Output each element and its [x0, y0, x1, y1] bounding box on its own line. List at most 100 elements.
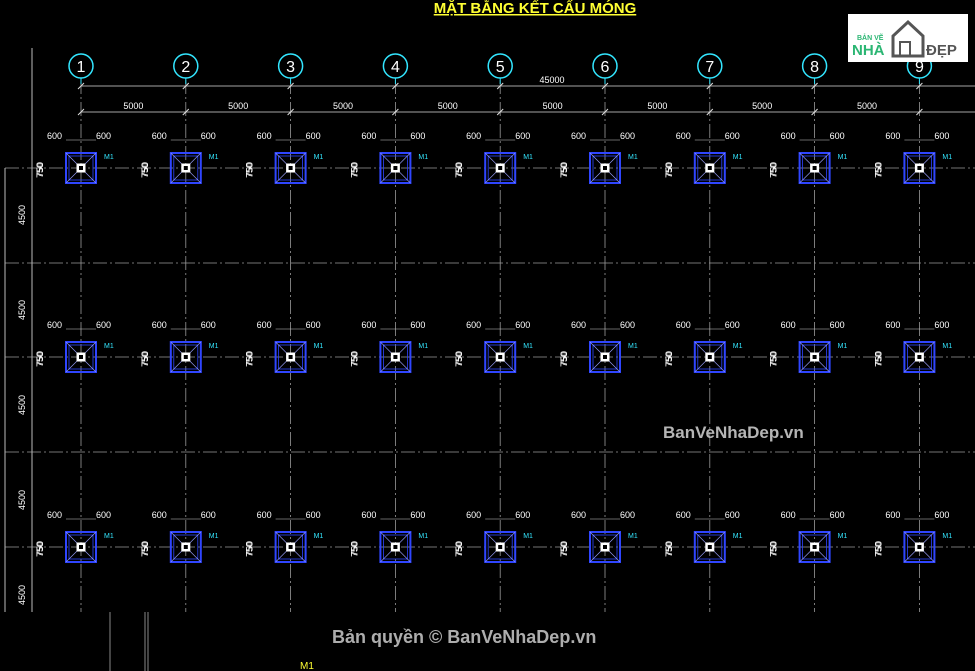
footing-width-dim: 600 — [152, 131, 167, 141]
footing-width-dim: 600 — [47, 131, 62, 141]
logo-right-text: ĐẸP — [926, 42, 957, 59]
footing-mark: M1 — [314, 343, 324, 350]
footing-inner — [68, 155, 94, 181]
column-core — [393, 545, 398, 549]
site-logo: BẢN VẼ NHÀ ĐẸP — [848, 14, 968, 62]
footing-width-dim: 600 — [571, 320, 586, 330]
footing-width-dim: 600 — [466, 510, 481, 520]
footing-inner — [382, 344, 408, 370]
footing-inner — [592, 344, 618, 370]
footing-width-dim: 600 — [410, 510, 425, 520]
footing-inner — [592, 534, 618, 560]
footing-height-dim: 750 — [559, 541, 569, 556]
footing-outline — [274, 152, 307, 184]
logo-top-text: BẢN VẼ — [857, 33, 884, 42]
footing-mark: M1 — [523, 343, 533, 350]
footing-outline — [379, 341, 412, 373]
footing-mark: M1 — [314, 533, 324, 540]
footing-width-dim: 600 — [934, 320, 949, 330]
footing-height-dim: 750 — [140, 352, 150, 367]
footing-width-dim: 600 — [781, 320, 796, 330]
footing-mark: M1 — [942, 533, 952, 540]
footing-inner — [802, 155, 827, 181]
bay-dimension: 5000 — [228, 101, 248, 111]
footing-outline — [798, 341, 831, 373]
column-core — [498, 355, 503, 359]
dimension-tick — [77, 82, 85, 90]
footing-inner — [697, 155, 723, 181]
footing-mark: M1 — [628, 154, 638, 161]
dimension-tick — [811, 82, 818, 90]
dimension-tick — [916, 108, 923, 116]
footing-width-dim: 600 — [620, 320, 635, 330]
footing-inner — [487, 155, 513, 181]
bay-dimension: 5000 — [123, 101, 143, 111]
footing-outline — [798, 152, 831, 184]
column-core — [288, 545, 293, 549]
footing-width-dim: 600 — [725, 131, 740, 141]
footing-outline — [274, 531, 307, 563]
dimension-tick — [77, 108, 85, 116]
footing-height-dim: 750 — [559, 163, 569, 178]
row-dimension: 4500 — [17, 490, 27, 510]
footing-mark: M1 — [104, 533, 114, 540]
footing-height-dim: 750 — [35, 162, 45, 177]
footing-outline — [903, 341, 936, 373]
column-core — [183, 355, 188, 359]
footing-inner — [173, 344, 199, 370]
footing-inner — [697, 534, 723, 560]
footing-mark: M1 — [209, 154, 219, 161]
column-core — [603, 355, 607, 359]
footing-width-dim: 600 — [466, 320, 481, 330]
footing-height-dim: 750 — [349, 541, 359, 556]
footing-mark: M1 — [628, 533, 638, 540]
footing-width-dim: 600 — [306, 320, 321, 330]
footing-mark: M1 — [209, 343, 219, 350]
column-core — [603, 166, 607, 170]
footing-width-dim: 600 — [96, 131, 111, 141]
column-core — [917, 166, 922, 170]
column-core — [707, 166, 712, 170]
footing-outline — [693, 152, 726, 184]
column-core — [498, 545, 503, 549]
footing-height-dim: 750 — [664, 352, 674, 367]
column-core — [498, 166, 503, 170]
footing-height-dim: 750 — [349, 162, 359, 177]
footing-height-dim: 750 — [140, 162, 150, 177]
dimension-tick — [601, 108, 609, 116]
footing-mark: M1 — [523, 154, 533, 161]
footing-width-dim: 600 — [885, 131, 900, 141]
footing-height-dim: 750 — [873, 163, 883, 178]
footing-width-dim: 600 — [830, 320, 845, 330]
footing-outline — [903, 152, 936, 184]
axis-label-7: 7 — [705, 59, 714, 76]
footing-width-dim: 600 — [781, 131, 796, 141]
footing-width-dim: 600 — [361, 510, 376, 520]
column-core — [707, 545, 712, 549]
footing-outline — [379, 531, 412, 563]
footing-width-dim: 600 — [515, 131, 530, 141]
footing-height-dim: 750 — [140, 163, 150, 178]
footing-mark: M1 — [418, 343, 428, 350]
footing-height-dim: 750 — [769, 541, 779, 556]
footing-inner — [802, 534, 827, 560]
footing-inner — [382, 155, 408, 181]
footing-height-dim: 750 — [664, 351, 674, 366]
footing-outline — [589, 531, 621, 563]
footing-mark: M1 — [628, 343, 638, 350]
footing-height-dim: 750 — [245, 352, 255, 367]
footing-mark: M1 — [104, 154, 114, 161]
footing-mark: M1 — [523, 533, 533, 540]
footing-height-dim: 750 — [349, 163, 359, 178]
axis-label-1: 1 — [77, 59, 86, 76]
footing-height-dim: 750 — [454, 542, 464, 557]
footing-width-dim: 600 — [676, 510, 691, 520]
footing-height-dim: 750 — [769, 352, 779, 367]
footing-width-dim: 600 — [934, 131, 949, 141]
footing-outline — [274, 341, 307, 373]
